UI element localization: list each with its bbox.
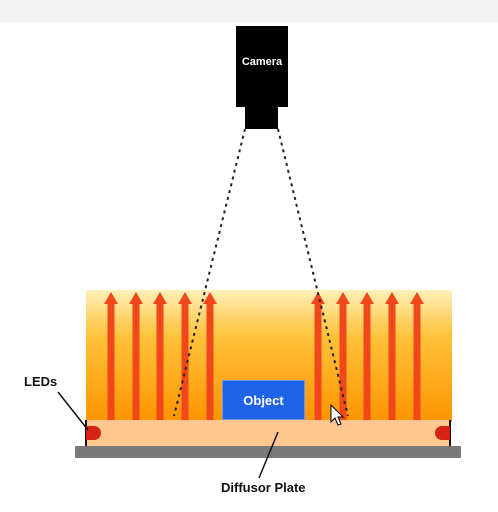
light-ray-shaft-6 — [314, 302, 322, 420]
light-ray-shaft-2 — [132, 302, 140, 420]
view-line-right — [277, 128, 349, 417]
light-ray-head-4 — [178, 292, 192, 304]
diffusor-leader-line — [258, 431, 279, 479]
light-ray-head-7 — [336, 292, 350, 304]
light-ray-head-5 — [203, 292, 217, 304]
light-ray-head-9 — [385, 292, 399, 304]
led-right — [435, 426, 450, 440]
leds-leader-line — [57, 391, 89, 431]
leds-label: LEDs — [24, 374, 58, 389]
mouse-cursor-icon — [330, 403, 345, 426]
object-box: Object — [222, 380, 305, 420]
view-line-left — [173, 128, 246, 417]
light-ray-head-10 — [410, 292, 424, 304]
light-ray-shaft-3 — [156, 302, 164, 420]
camera-body — [236, 26, 288, 107]
light-ray-shaft-1 — [107, 302, 115, 420]
led-left — [86, 426, 101, 440]
light-ray-shaft-7 — [339, 302, 347, 420]
light-ray-head-6 — [311, 292, 325, 304]
light-ray-shaft-9 — [388, 302, 396, 420]
light-ray-head-8 — [360, 292, 374, 304]
light-rays — [104, 292, 424, 420]
light-ray-head-3 — [153, 292, 167, 304]
camera-label: Camera — [241, 56, 283, 68]
camera-lens — [245, 107, 278, 129]
light-ray-shaft-4 — [181, 302, 189, 420]
diffusor-plate-label: Diffusor Plate — [221, 480, 306, 495]
top-strip — [0, 0, 498, 22]
light-ray-shaft-5 — [206, 302, 214, 420]
object-label: Object — [243, 392, 284, 408]
light-ray-shaft-8 — [363, 302, 371, 420]
light-ray-head-1 — [104, 292, 118, 304]
light-ray-head-2 — [129, 292, 143, 304]
light-ray-shaft-10 — [413, 302, 421, 420]
base-plate — [75, 446, 461, 458]
diffusor-plate — [86, 420, 450, 446]
